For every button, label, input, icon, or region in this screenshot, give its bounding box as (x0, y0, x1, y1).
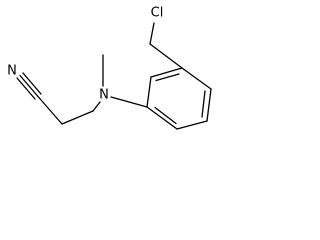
n-aryl-bond (110, 96, 148, 108)
ring-inner-double-1 (155, 73, 180, 82)
ring-bond-5 (176, 120, 208, 130)
nitrile-nitrogen-label: N (7, 64, 17, 79)
ring-bond-6 (146, 106, 178, 130)
chloromethyl-bond-ring (149, 43, 183, 69)
chain-bond-c2-c3 (61, 110, 94, 125)
nitrile-triple-bond-line-2 (19, 74, 39, 98)
chlorine-label: Cl (151, 6, 164, 21)
ring-inner-double-3 (154, 106, 177, 125)
chain-bond-c1-c2 (37, 95, 63, 125)
chain-bond-c3-n (92, 101, 101, 112)
ring-inner-double-2 (201, 90, 206, 118)
ring-bond-2 (150, 67, 183, 78)
structure-diagram: N N Cl (7, 6, 212, 130)
nitrile-triple-bond-line-1 (16, 77, 36, 100)
nitrile-triple-bond-line-3 (22, 72, 42, 95)
ring-bond-3 (181, 67, 212, 90)
amine-nitrogen-label: N (99, 88, 109, 103)
ring-bond-1 (146, 76, 152, 108)
ring-bond-4 (206, 88, 212, 122)
chloromethyl-bond-cl (149, 22, 155, 45)
